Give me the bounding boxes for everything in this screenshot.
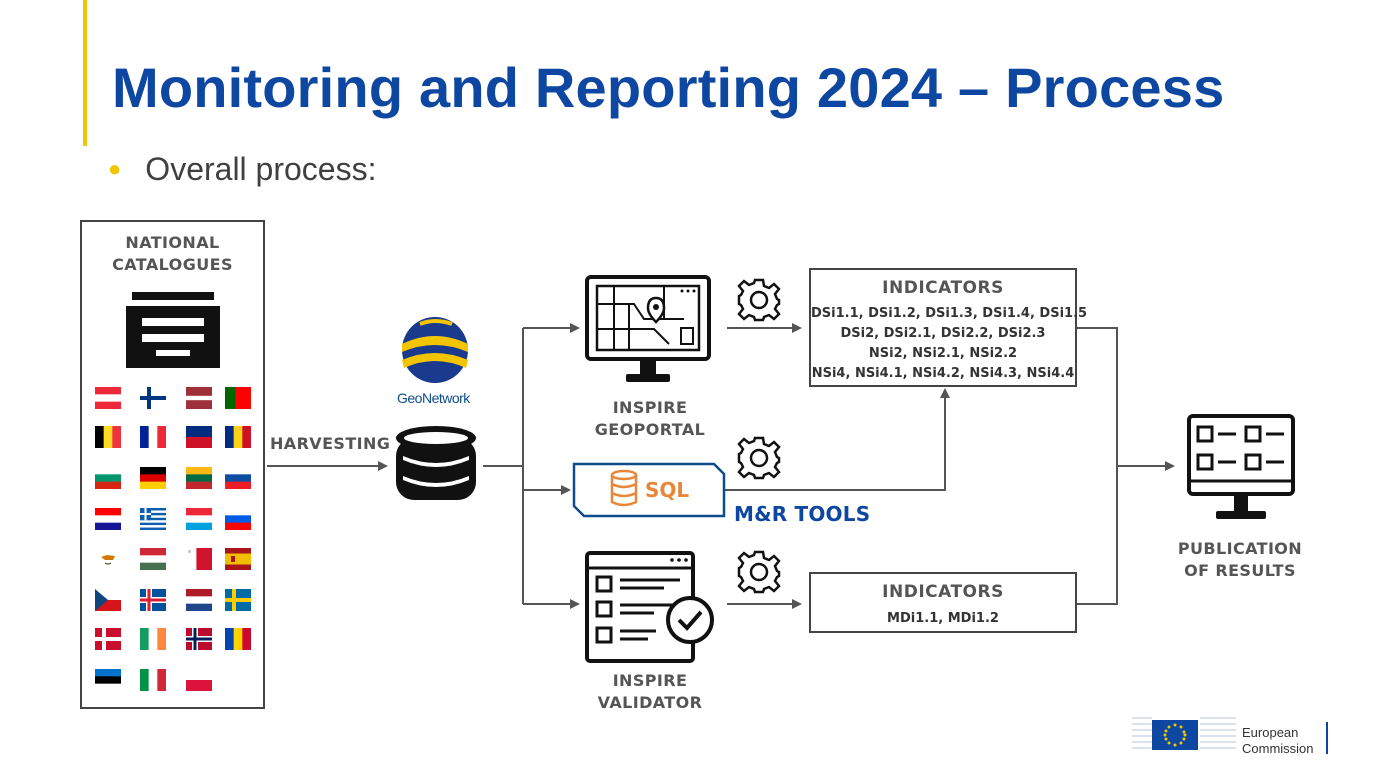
line-indicators-merge (1077, 327, 1118, 605)
publication-line-1: PUBLICATION (1177, 539, 1303, 558)
indicators-top-line-2: DSi2, DSi2.1, DSi2.2, DSi2.3 (840, 326, 1046, 341)
belgium-flag (95, 426, 122, 448)
indicators-top-title: INDICATORS (882, 278, 1004, 298)
arrow-sql-to-indicators (725, 388, 950, 491)
luxembourg-flag (186, 508, 212, 531)
inspire-geoportal-line-2: GEOPORTAL (594, 420, 706, 439)
national-catalogues-line-1: NATIONAL (125, 233, 220, 252)
harvesting-label: HARVESTING (270, 434, 391, 453)
inspire-validator-line-1: INSPIRE (612, 671, 688, 690)
gear-icon (737, 436, 781, 480)
czechia-flag (95, 589, 121, 611)
gear-icon (737, 278, 781, 322)
european-commission-logo-icon (1132, 717, 1236, 750)
hungary-flag (140, 548, 166, 571)
lithuania-flag (186, 467, 212, 490)
italy-flag (140, 669, 167, 691)
moldova-flag (225, 628, 252, 650)
geonetwork-label: GeoNetwork (397, 390, 470, 406)
ec-line-1: European (1242, 725, 1299, 740)
croatia-flag (95, 508, 121, 531)
indicators-top-box: INDICATORS DSi1.1, DSi1.2, DSi1.3, DSi1.… (809, 268, 1088, 387)
inspire-geoportal-label: INSPIRE GEOPORTAL (580, 397, 720, 441)
portugal-flag (225, 387, 251, 409)
page-title: Monitoring and Reporting 2024 – Process (112, 56, 1225, 119)
norway-flag (186, 628, 212, 650)
estonia-flag (95, 669, 121, 692)
ireland-flag (140, 628, 167, 650)
sql-box (572, 462, 726, 518)
denmark-flag (95, 628, 121, 650)
inspire-validator-label: INSPIRE VALIDATOR (580, 670, 720, 714)
national-catalogues-label: NATIONAL CATALOGUES (82, 232, 263, 276)
sweden-flag (225, 589, 251, 611)
gear-icon (737, 550, 781, 594)
inspire-validator-line-2: VALIDATOR (597, 693, 703, 712)
accent-bar (83, 0, 87, 146)
austria-flag (95, 387, 121, 410)
bullet-dot-icon: ● (108, 155, 122, 181)
slovenia-flag (225, 508, 251, 531)
indicators-bottom-box: INDICATORS MDi1.1, MDi1.2 (809, 572, 1077, 633)
indicators-top-line-3: NSi2, NSi2.1, NSi2.2 (868, 346, 1018, 361)
liechtenstein-flag (186, 426, 212, 448)
cyprus-flag (95, 548, 121, 570)
greece-flag (140, 508, 166, 531)
poland-flag (186, 669, 212, 691)
card-catalog-icon (126, 292, 220, 368)
bullet-item: ● Overall process: (108, 151, 376, 188)
bullet-text: Overall process: (145, 151, 377, 187)
geoportal-monitor-icon (585, 275, 711, 382)
database-icon (396, 426, 476, 500)
mr-tools-label: M&R TOOLS (734, 502, 871, 526)
indicators-bottom-title: INDICATORS (882, 582, 1004, 602)
ec-line-2: Commission (1242, 741, 1314, 756)
finland-flag (140, 387, 166, 409)
indicators-top-line-1: DSi1.1, DSi1.2, DSi1.3, DSi1.4, DSi1.5 (811, 306, 1088, 321)
publication-monitor-icon (1187, 414, 1295, 519)
slovakia-flag (225, 467, 251, 490)
national-catalogues-box (80, 220, 265, 709)
bulgaria-flag (95, 467, 121, 490)
sql-label: SQL (645, 478, 690, 502)
france-flag (140, 426, 167, 448)
iceland-flag (140, 589, 166, 611)
spain-flag (225, 548, 251, 570)
geonetwork-logo-icon (402, 317, 468, 383)
inspire-geoportal-line-1: INSPIRE (612, 398, 688, 417)
romania-flag (225, 426, 252, 448)
european-commission-label: European Commission (1242, 725, 1314, 757)
germany-flag (140, 467, 166, 490)
publication-line-2: OF RESULTS (1184, 561, 1296, 580)
indicators-top-line-4: NSi4, NSi4.1, NSi4.2, NSi4.3, NSi4.4 (811, 366, 1075, 381)
malta-flag (186, 548, 212, 570)
latvia-flag (186, 387, 212, 409)
national-catalogues-line-2: CATALOGUES (112, 255, 233, 274)
ec-divider (1326, 722, 1328, 754)
publication-label: PUBLICATION OF RESULTS (1168, 538, 1312, 582)
netherlands-flag (186, 589, 212, 612)
indicators-bottom-line-1: MDi1.1, MDi1.2 (887, 611, 999, 626)
validator-form-icon (585, 551, 714, 663)
